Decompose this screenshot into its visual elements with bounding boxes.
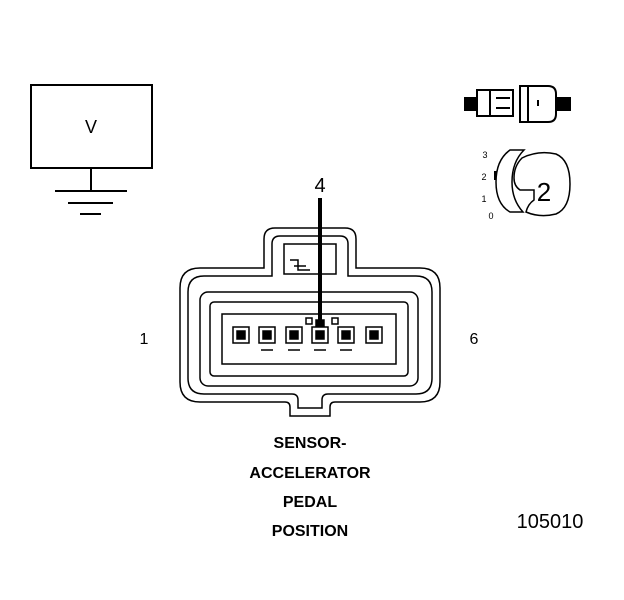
caption-line-1: SENSOR- bbox=[274, 435, 347, 452]
connector-pin-1-label: 1 bbox=[140, 331, 149, 348]
terminal-6 bbox=[365, 326, 383, 344]
selector-position-1: 1 bbox=[481, 194, 486, 204]
selector-dial-icon bbox=[495, 149, 526, 213]
caption-line-2: ACCELERATOR bbox=[249, 465, 371, 482]
selector-switch: 3 2 1 0 2 bbox=[481, 149, 571, 221]
selector-position-3: 3 bbox=[482, 150, 487, 160]
terminal-1 bbox=[232, 326, 250, 344]
selector-knob-icon bbox=[513, 151, 571, 217]
terminal-4 bbox=[311, 326, 329, 351]
caption-line-3: PEDAL bbox=[283, 494, 337, 511]
connector-caption: SENSOR- ACCELERATOR PEDAL POSITION bbox=[249, 435, 371, 540]
terminal-2 bbox=[258, 326, 276, 351]
voltmeter: V bbox=[30, 84, 153, 215]
connector-body bbox=[179, 227, 441, 417]
terminal-5 bbox=[337, 326, 355, 351]
connector-pin-6-label: 6 bbox=[470, 331, 479, 348]
connector-terminals bbox=[232, 317, 383, 351]
terminal-3 bbox=[285, 326, 303, 351]
selector-position-0: 0 bbox=[488, 211, 493, 221]
ground-symbol-icon bbox=[55, 168, 127, 215]
probe-label: 4 bbox=[314, 175, 325, 197]
selector-position-2: 2 bbox=[481, 172, 486, 182]
voltmeter-label: V bbox=[85, 117, 97, 137]
caption-line-4: POSITION bbox=[272, 523, 348, 540]
selector-selected-label: 2 bbox=[537, 177, 551, 207]
figure-id: 105010 bbox=[517, 511, 584, 533]
voltmeter-box bbox=[30, 84, 153, 169]
back-probe-pin-icon bbox=[464, 85, 571, 123]
